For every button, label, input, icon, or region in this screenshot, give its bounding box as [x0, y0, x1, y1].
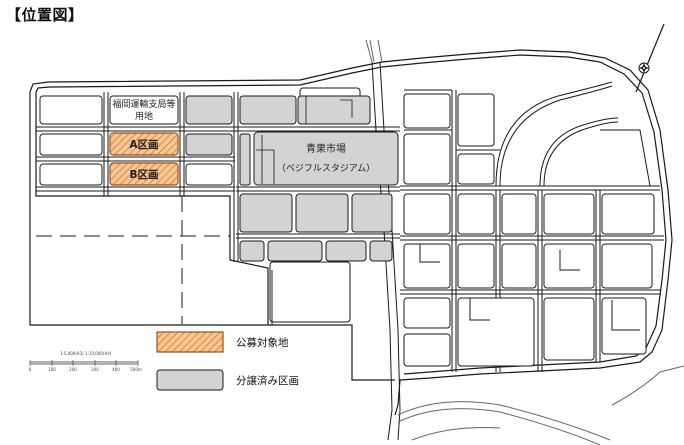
- scale-tick: 200: [69, 367, 77, 372]
- scale-header: 1:5,000(A3) 1:10,000(A4): [60, 351, 112, 356]
- scale-tick: 400: [112, 367, 120, 372]
- block-a-label: A区画: [129, 139, 158, 151]
- market-label: 青果市場: [306, 142, 346, 155]
- scale-tick: 300: [91, 367, 99, 372]
- market-interior: [256, 96, 353, 184]
- scale-tick: 0: [29, 367, 32, 372]
- rail-lines: [365, 39, 684, 445]
- sold-plots: [109, 95, 399, 262]
- north-arrow-icon: [635, 23, 665, 93]
- sw-road: [267, 268, 273, 325]
- block-b-label: B区画: [129, 169, 158, 181]
- block-b-plot: [109, 162, 179, 186]
- curved-roads: [404, 81, 651, 187]
- plots: [39, 87, 655, 367]
- scale-bar: 1:5,000(A3) 1:10,000(A4) 0 100 200 300 4…: [29, 351, 142, 372]
- dashed-lines: [36, 196, 230, 324]
- main-roads: [36, 61, 664, 441]
- legend-recruitment-label: 公募対象地: [236, 336, 289, 349]
- block-a-plot: [109, 132, 179, 156]
- legend-sold-swatch: [156, 369, 224, 391]
- page-title: 【位置図】: [6, 6, 84, 24]
- legend-sold-label: 分譲済み区画: [236, 374, 299, 387]
- market-sub-label: （ベジフルスタジアム）: [277, 163, 375, 174]
- fukuoka-office-label-2: 用地: [135, 110, 153, 122]
- fukuoka-office-label: 福岡運輸支局等: [112, 98, 175, 110]
- scale-tick: 100: [48, 367, 56, 372]
- scale-tick: 500m: [130, 367, 142, 372]
- legend-recruitment-swatch: [156, 331, 224, 353]
- recruitment-plots: [109, 132, 179, 186]
- map-legend: 公募対象地 分譲済み区画: [156, 331, 299, 391]
